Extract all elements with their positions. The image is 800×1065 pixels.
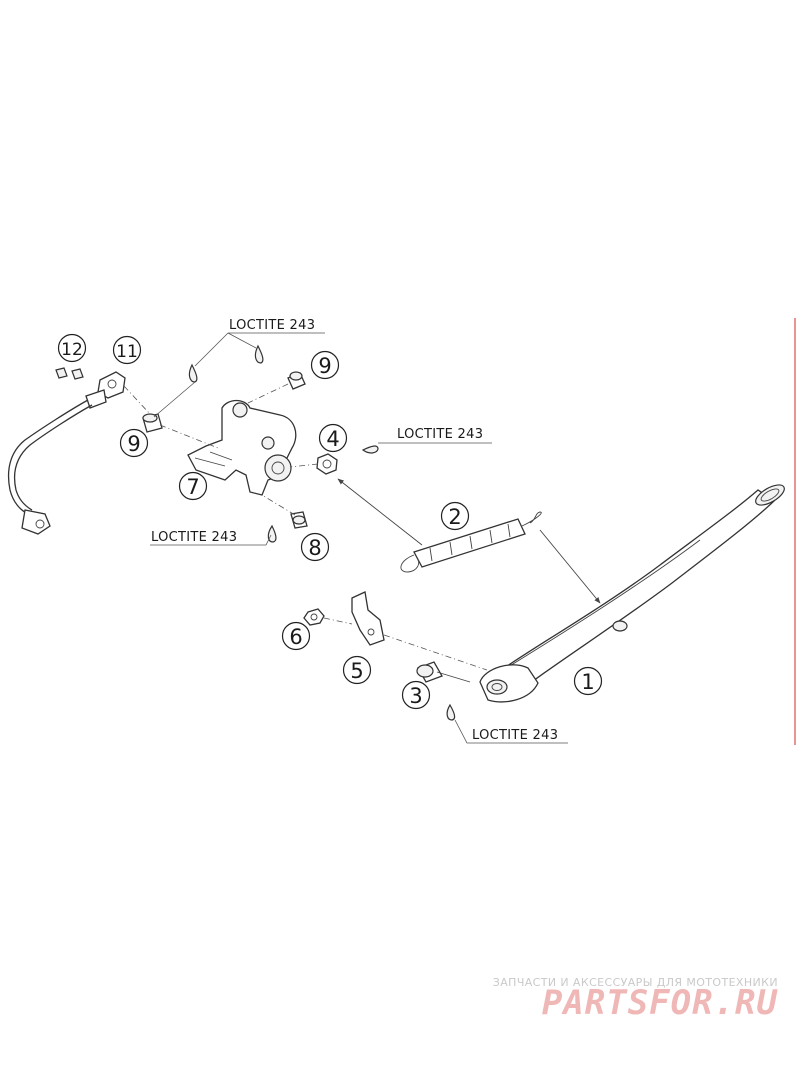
callout-9-lower: 9 [119, 428, 149, 458]
callout-6: 6 [281, 621, 311, 651]
callout-5: 5 [342, 655, 372, 685]
loctite-drop-right [361, 445, 379, 454]
callout-9-upper: 9 [310, 350, 340, 380]
callout-3: 3 [401, 680, 431, 710]
stand-nut [316, 453, 338, 475]
bolt-9-upper [287, 371, 306, 390]
svg-text:2: 2 [448, 505, 461, 529]
svg-text:7: 7 [186, 475, 199, 499]
bolt-9-lower [142, 413, 163, 433]
svg-text:4: 4 [326, 427, 339, 451]
svg-text:11: 11 [116, 342, 138, 362]
dash-nut4-bracket [289, 463, 319, 468]
callout-12: 12 [57, 333, 87, 363]
arrow-spring-to-leg [539, 529, 601, 604]
dash-bolt9-bracket [159, 424, 219, 449]
return-spring [400, 511, 542, 573]
side-stand-leg [479, 484, 785, 703]
svg-text:9: 9 [127, 432, 140, 456]
dash-bolt8 [261, 494, 296, 516]
bracket-nut [303, 608, 325, 626]
leader-loctite-top-c [153, 381, 196, 418]
leader-loctite-top-a [194, 332, 229, 367]
svg-text:8: 8 [308, 536, 321, 560]
watermark-brand: PARTSFOR.RU [542, 983, 779, 1023]
svg-text:5: 5 [350, 659, 363, 683]
callout-2: 2 [440, 501, 470, 531]
svg-text:6: 6 [289, 625, 302, 649]
arrow-spring-to-bracket [337, 478, 423, 546]
pivot-bolt [416, 661, 471, 683]
callout-11: 11 [112, 335, 142, 365]
watermark-subtitle: ЗАПЧАСТИ И АКСЕССУАРЫ ДЛЯ МОТОТЕХНИКИ [493, 976, 778, 989]
svg-text:9: 9 [318, 354, 331, 378]
loctite-drop-left [267, 524, 277, 543]
dash-nut6-bracket [323, 617, 353, 625]
svg-text:12: 12 [61, 340, 83, 360]
loctite-label-top: LOCTITE 243 [229, 318, 315, 333]
loctite-drop-top-right [254, 344, 264, 364]
loctite-label-right: LOCTITE 243 [397, 427, 483, 442]
callout-8: 8 [300, 532, 330, 562]
svg-text:3: 3 [409, 684, 422, 708]
svg-text:1: 1 [581, 670, 594, 694]
loctite-label-left: LOCTITE 243 [151, 530, 237, 545]
mounting-bracket [187, 399, 297, 496]
leader-loctite-top-b [227, 332, 257, 349]
screws-12 [55, 367, 84, 380]
callout-4: 4 [318, 423, 348, 453]
callout-1: 1 [573, 666, 603, 696]
loctite-drop-top-left [188, 363, 198, 383]
leader-loctite-bottom [454, 719, 568, 744]
loctite-label-bottom: LOCTITE 243 [472, 728, 558, 743]
dash-bolt9-upper [247, 383, 289, 404]
dash-bracket5-leg [383, 634, 488, 671]
loctite-drop-bottom [446, 703, 456, 721]
callout-7: 7 [178, 471, 208, 501]
leader-loctite-left [150, 534, 272, 546]
bolt-8 [290, 511, 308, 529]
side-stand-sensor [7, 371, 126, 535]
dash-sensor-bracket [123, 385, 151, 415]
sensor-bracket [351, 591, 385, 646]
